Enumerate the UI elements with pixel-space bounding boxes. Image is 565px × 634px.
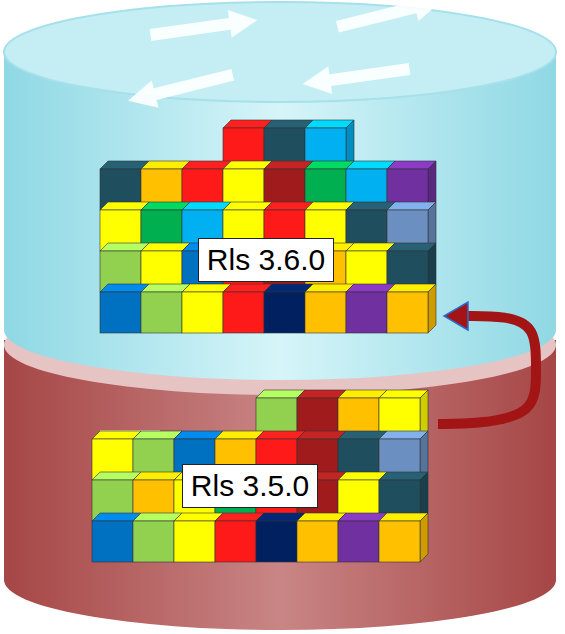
cube bbox=[387, 243, 436, 292]
release-stack: Rls 3.6.0 bbox=[96, 118, 446, 350]
block-stack bbox=[96, 118, 446, 350]
cube bbox=[379, 513, 428, 562]
upgrade-arrow bbox=[438, 316, 536, 424]
release-name: Rls 3.6.0 bbox=[207, 243, 325, 276]
cube bbox=[305, 120, 354, 169]
release-name: Rls 3.5.0 bbox=[191, 469, 309, 502]
cube bbox=[387, 161, 436, 210]
release-label: Rls 3.6.0 bbox=[198, 238, 334, 283]
cube bbox=[379, 390, 428, 439]
cylinder-top bbox=[4, 2, 556, 102]
cube bbox=[379, 431, 428, 480]
release-stack: Rls 3.5.0 bbox=[88, 388, 438, 580]
cube bbox=[387, 202, 436, 251]
router-arrows bbox=[125, 0, 446, 114]
cube bbox=[379, 472, 428, 521]
release-label: Rls 3.5.0 bbox=[182, 464, 318, 509]
cube bbox=[387, 284, 436, 333]
